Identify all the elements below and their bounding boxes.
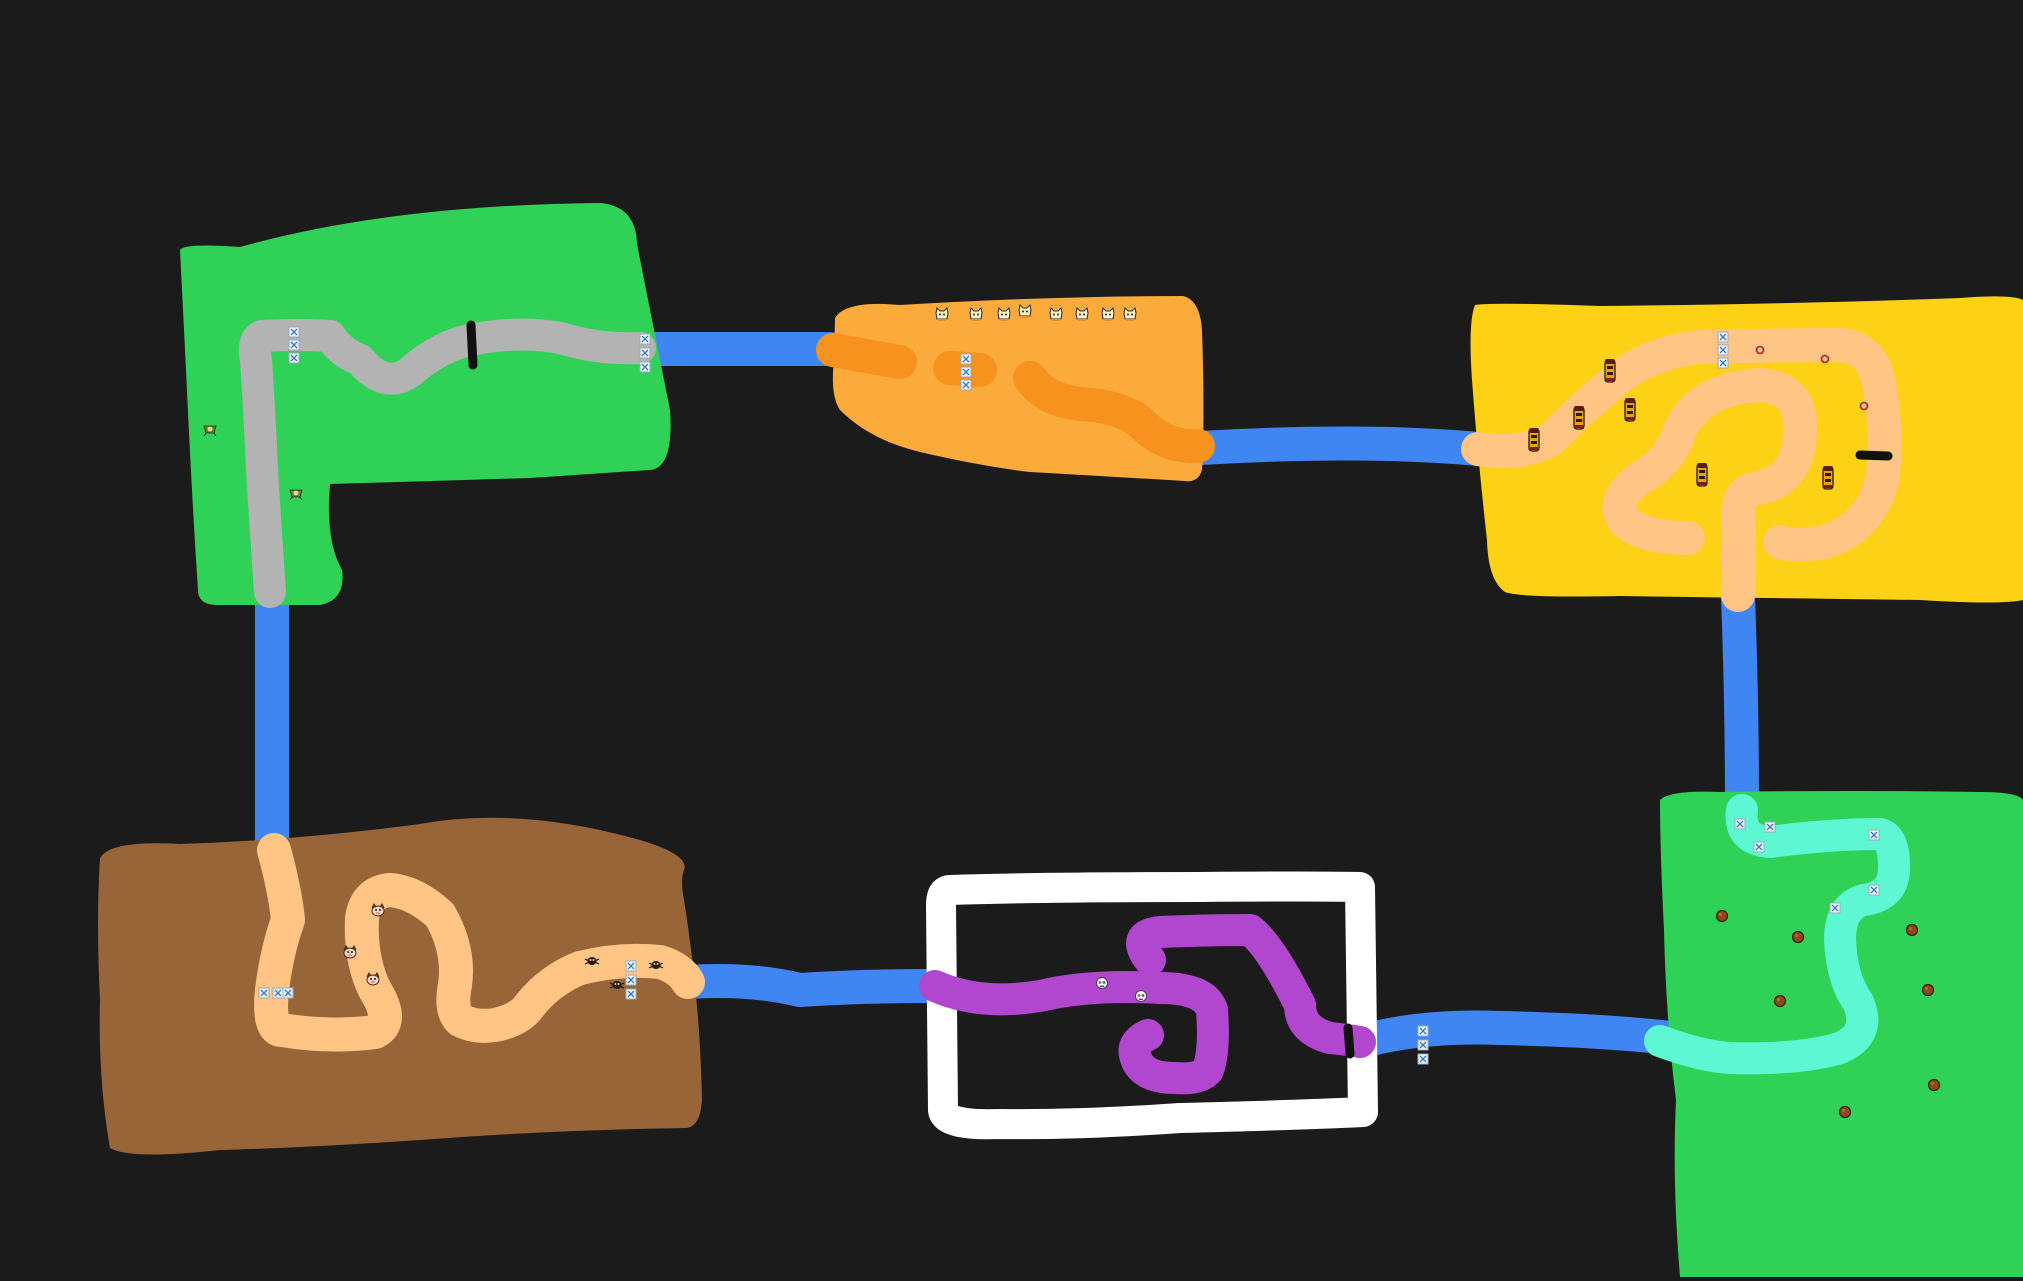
grass-zone-northwest <box>180 203 671 605</box>
skull-icon[interactable] <box>1135 990 1147 1002</box>
crate-icon[interactable] <box>1717 344 1729 356</box>
skull-icon[interactable] <box>1096 977 1108 989</box>
castle-path <box>919 970 1229 1095</box>
crate-icon[interactable] <box>258 987 270 999</box>
robot-icon[interactable] <box>1696 462 1708 487</box>
pig-icon[interactable] <box>366 972 380 986</box>
crate-icon[interactable] <box>960 366 972 378</box>
rock-icon[interactable] <box>1773 994 1787 1008</box>
crate-icon[interactable] <box>1734 818 1746 830</box>
dirt-path <box>254 833 705 1052</box>
connector-paths <box>255 332 1759 1059</box>
crate-icon[interactable] <box>272 987 284 999</box>
rock-icon[interactable] <box>1905 923 1919 937</box>
crate-icon[interactable] <box>1717 357 1729 369</box>
crate-icon[interactable] <box>288 326 300 338</box>
robot-icon[interactable] <box>1604 358 1616 383</box>
crate-icon[interactable] <box>1417 1025 1429 1037</box>
crate-icon[interactable] <box>1829 902 1841 914</box>
crate-icon[interactable] <box>625 988 637 1000</box>
gate-bar <box>466 320 478 370</box>
stone-path <box>238 318 656 608</box>
crate-icon[interactable] <box>288 352 300 364</box>
ring-icon[interactable] <box>1820 354 1830 364</box>
crate-icon[interactable] <box>1764 821 1776 833</box>
connector-path <box>1721 581 1759 827</box>
pig-icon[interactable] <box>343 945 357 959</box>
crate-icon[interactable] <box>639 333 651 345</box>
crate-icon[interactable] <box>960 353 972 365</box>
gate-bar <box>1855 450 1893 461</box>
crate-icon[interactable] <box>1717 331 1729 343</box>
crate-icon[interactable] <box>960 379 972 391</box>
pig-icon[interactable] <box>371 903 385 917</box>
crate-icon[interactable] <box>1417 1039 1429 1051</box>
rock-icon[interactable] <box>1927 1078 1941 1092</box>
crate-icon[interactable] <box>1753 841 1765 853</box>
connector-path <box>671 964 952 1007</box>
crate-icon[interactable] <box>1417 1053 1429 1065</box>
desert-path <box>816 333 917 379</box>
dirt-zone-southwest <box>98 817 702 1155</box>
ring-icon[interactable] <box>1859 401 1869 411</box>
crate-icon[interactable] <box>625 974 637 986</box>
castle-path <box>1126 914 1376 1058</box>
sand-path <box>1602 368 1818 612</box>
robot-icon[interactable] <box>1624 397 1636 422</box>
connector-path <box>1183 426 1495 466</box>
gate-bar <box>1343 1023 1355 1059</box>
robot-icon[interactable] <box>1573 405 1585 430</box>
rock-icon[interactable] <box>1791 930 1805 944</box>
rock-icon[interactable] <box>1838 1105 1852 1119</box>
castle-zone-south <box>926 871 1378 1140</box>
crate-icon[interactable] <box>639 361 651 373</box>
crate-icon[interactable] <box>288 339 300 351</box>
ring-icon[interactable] <box>1755 345 1765 355</box>
rock-icon[interactable] <box>1921 983 1935 997</box>
robot-icon[interactable] <box>1822 465 1834 490</box>
crate-icon[interactable] <box>639 347 651 359</box>
crate-icon[interactable] <box>625 960 637 972</box>
ice-path <box>1644 794 1911 1075</box>
crate-icon[interactable] <box>282 987 294 999</box>
desert-path <box>1013 361 1215 464</box>
connector-path <box>1343 1010 1687 1059</box>
crate-icon[interactable] <box>1868 884 1880 896</box>
sand-path <box>1461 328 1902 562</box>
crate-icon[interactable] <box>1868 829 1880 841</box>
rock-icon[interactable] <box>1715 909 1729 923</box>
robot-icon[interactable] <box>1528 427 1540 452</box>
gate-bars <box>466 320 1893 1059</box>
